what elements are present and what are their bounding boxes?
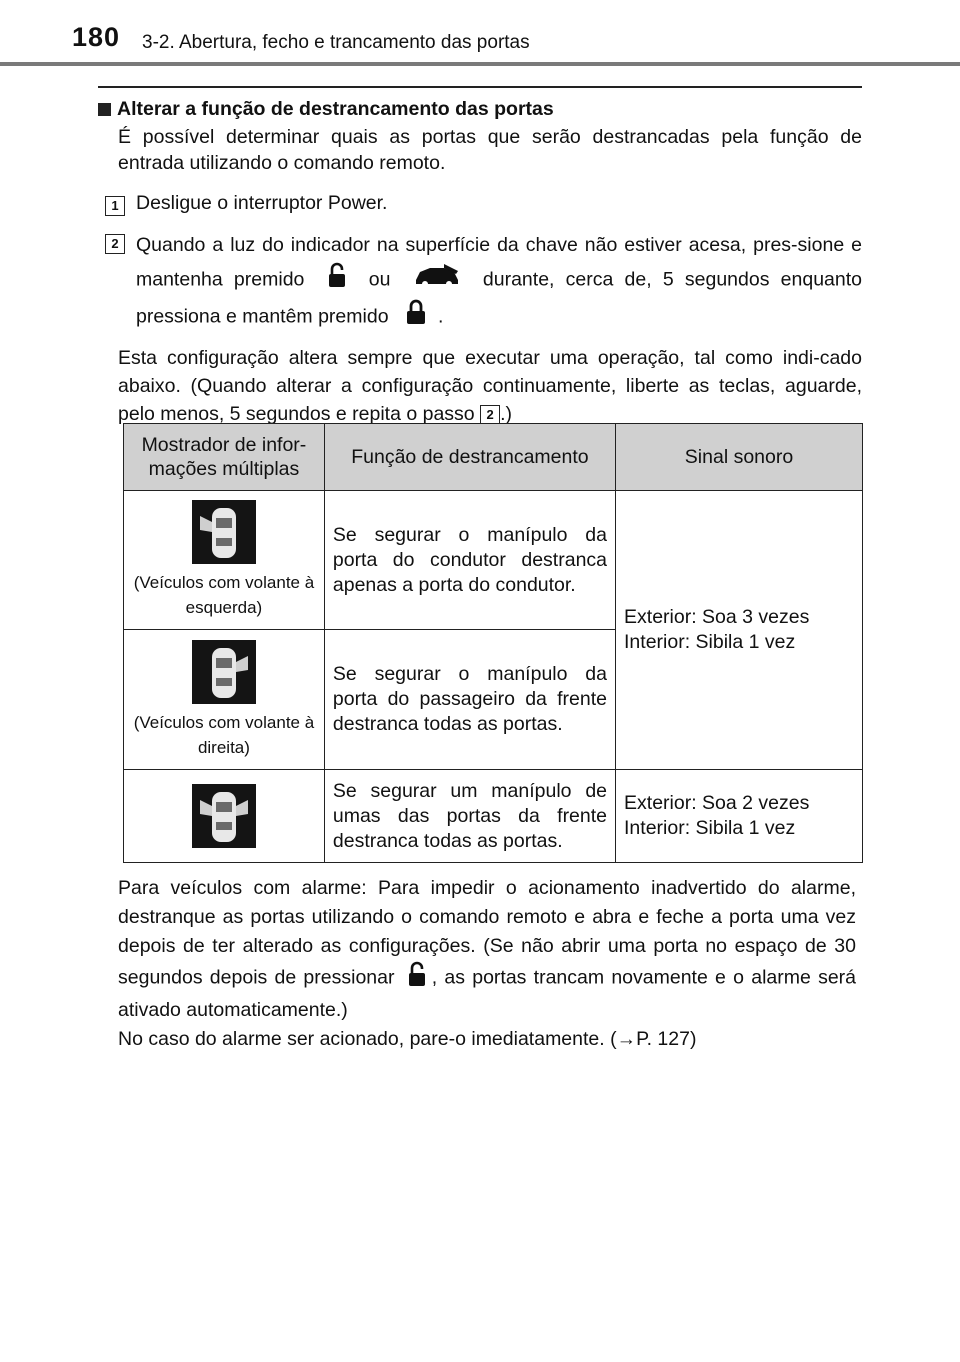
step-2-end: . bbox=[437, 305, 444, 328]
table-header-function: Função de destrancamento bbox=[323, 423, 617, 491]
square-bullet-icon bbox=[98, 102, 111, 116]
step-number-badge: 2 bbox=[105, 234, 125, 254]
section-heading: Alterar a função de destrancamento das p… bbox=[98, 96, 862, 122]
display-cell: (Veículos com volante à direita) bbox=[123, 629, 325, 770]
page-number: 180 bbox=[72, 22, 121, 52]
intro-paragraph: É possível determinar quais as portas qu… bbox=[118, 126, 862, 174]
function-cell: Se segurar um manípulo de umas das porta… bbox=[323, 769, 617, 863]
section-top-rule bbox=[98, 86, 862, 88]
car-driver-door-open-image bbox=[191, 500, 256, 564]
sound-cell: Exterior: Soa 2 vezes Interior: Sibila 1… bbox=[615, 769, 863, 863]
step-1-text: Desligue o interruptor Power. bbox=[136, 192, 388, 214]
car-front-doors-open-image bbox=[191, 784, 256, 848]
note-paragraph: Esta configuração altera sempre que exec… bbox=[98, 344, 862, 428]
step-number-badge: 1 bbox=[105, 196, 125, 216]
function-cell: Se segurar o manípulo da porta do condut… bbox=[323, 490, 617, 630]
sound-interior: Interior: Sibila 1 vez bbox=[624, 817, 796, 839]
alarm-stop-text: No caso do alarme ser acionado, pare-o i… bbox=[118, 1028, 697, 1050]
alarm-text-a: Para veículos com alarme: Para impedir o… bbox=[118, 877, 856, 989]
table-header-display: Mostrador de infor-mações múltiplas bbox=[123, 423, 325, 491]
sound-interior: Interior: Sibila 1 vez bbox=[624, 631, 796, 653]
lock-icon bbox=[406, 299, 426, 336]
table-row: (Veículos com volante à direita) Se segu… bbox=[123, 629, 863, 770]
sound-exterior: Exterior: Soa 2 vezes bbox=[624, 792, 810, 814]
sound-cell: Exterior: Soa 3 vezes Interior: Sibila 1… bbox=[615, 490, 863, 770]
car-trunk-icon bbox=[414, 262, 460, 299]
step-2: 2 Quando a luz do indicador na superfíci… bbox=[98, 228, 862, 336]
step-1: 1 Desligue o interruptor Power. bbox=[98, 190, 862, 216]
display-caption: (Veículos com volante à direita) bbox=[133, 712, 315, 757]
table-header-row: Mostrador de infor-mações múltiplas Funç… bbox=[123, 423, 863, 491]
step-2-or: ou bbox=[368, 268, 391, 291]
step-2-text-b: durante, cerca de, 5 segundos enquanto p… bbox=[136, 268, 862, 328]
table-row: Se segurar um manípulo de umas das porta… bbox=[123, 769, 863, 863]
display-cell bbox=[123, 769, 325, 863]
sound-exterior: Exterior: Soa 3 vezes bbox=[624, 606, 810, 628]
alarm-text-b: , as portas trancam novamente e o alarme… bbox=[118, 966, 856, 1021]
main-content: Alterar a função de destrancamento das p… bbox=[98, 96, 862, 428]
step-2-text-a: Quando a luz do indicador na superfície … bbox=[136, 234, 862, 291]
display-cell: (Veículos com volante à esquerda) bbox=[123, 490, 325, 630]
unlock-settings-table: Mostrador de infor-mações múltiplas Funç… bbox=[123, 423, 863, 863]
note-end: .) bbox=[500, 403, 512, 425]
function-cell: Se segurar o manípulo da porta do passag… bbox=[323, 629, 617, 770]
note-text: Esta configuração altera sempre que exec… bbox=[118, 347, 862, 425]
unlock-icon bbox=[328, 262, 346, 299]
header-rule bbox=[0, 62, 960, 66]
alarm-paragraph: Para veículos com alarme: Para impedir o… bbox=[118, 874, 856, 1054]
table-header-sound: Sinal sonoro bbox=[615, 423, 863, 491]
display-caption: (Veículos com volante à esquerda) bbox=[133, 573, 315, 617]
step-reference-badge: 2 bbox=[480, 404, 501, 425]
unlock-icon bbox=[408, 961, 426, 996]
page-header: 180 3-2. Abertura, fecho e trancamento d… bbox=[0, 0, 960, 70]
section-title: 3-2. Abertura, fecho e trancamento das p… bbox=[142, 32, 530, 53]
section-heading-text: Alterar a função de destrancamento das p… bbox=[117, 98, 554, 120]
car-passenger-door-open-image bbox=[191, 639, 256, 704]
table-row: (Veículos com volante à esquerda) Se seg… bbox=[123, 490, 863, 770]
